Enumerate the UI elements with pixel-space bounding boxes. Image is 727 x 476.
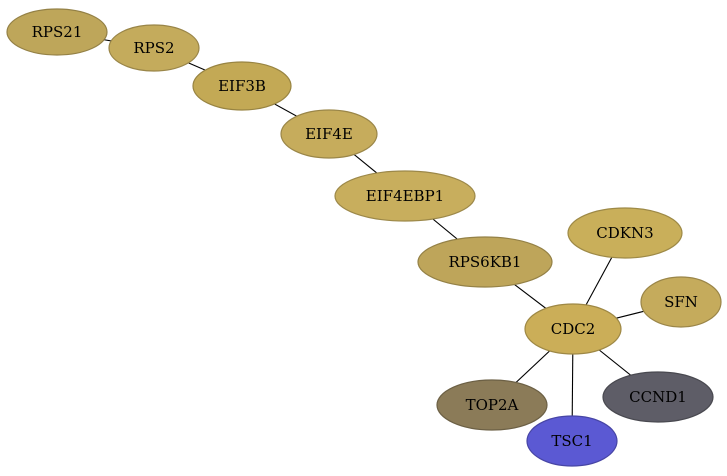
node-shape-cdkn3[interactable] [567, 207, 683, 259]
node-shape-ccnd1[interactable] [602, 371, 714, 423]
node-shape-rps21[interactable] [6, 8, 108, 56]
node-shape-cdc2[interactable] [524, 303, 622, 355]
node-cdkn3[interactable]: CDKN3 [567, 207, 683, 259]
node-label-tsc1: TSC1 [551, 432, 592, 450]
node-rps6kb1[interactable]: RPS6KB1 [417, 236, 553, 288]
node-label-eif4ebp1: EIF4EBP1 [366, 187, 444, 205]
node-cdc2[interactable]: CDC2 [524, 303, 622, 355]
node-label-cdc2: CDC2 [551, 320, 596, 338]
node-top2a[interactable]: TOP2A [436, 379, 548, 431]
node-label-ccnd1: CCND1 [629, 388, 687, 406]
node-shape-eif3b[interactable] [192, 61, 292, 111]
node-label-rps21: RPS21 [32, 23, 83, 41]
node-shape-eif4ebp1[interactable] [334, 170, 476, 222]
node-shape-top2a[interactable] [436, 379, 548, 431]
node-eif4ebp1[interactable]: EIF4EBP1 [334, 170, 476, 222]
node-label-eif4e: EIF4E [305, 125, 353, 143]
node-label-cdkn3: CDKN3 [596, 224, 653, 242]
node-rps21[interactable]: RPS21 [6, 8, 108, 56]
node-label-rps6kb1: RPS6KB1 [449, 253, 522, 271]
node-label-sfn: SFN [664, 293, 698, 311]
node-shape-rps6kb1[interactable] [417, 236, 553, 288]
node-tsc1[interactable]: TSC1 [526, 415, 618, 467]
node-label-rps2: RPS2 [133, 39, 174, 57]
node-rps2[interactable]: RPS2 [108, 24, 200, 72]
node-shape-eif4e[interactable] [280, 109, 378, 159]
node-label-eif3b: EIF3B [218, 77, 266, 95]
node-ccnd1[interactable]: CCND1 [602, 371, 714, 423]
node-sfn[interactable]: SFN [640, 276, 722, 328]
node-shape-tsc1[interactable] [526, 415, 618, 467]
node-shape-rps2[interactable] [108, 24, 200, 72]
node-eif3b[interactable]: EIF3B [192, 61, 292, 111]
node-eif4e[interactable]: EIF4E [280, 109, 378, 159]
node-shape-sfn[interactable] [640, 276, 722, 328]
node-label-top2a: TOP2A [466, 396, 519, 414]
